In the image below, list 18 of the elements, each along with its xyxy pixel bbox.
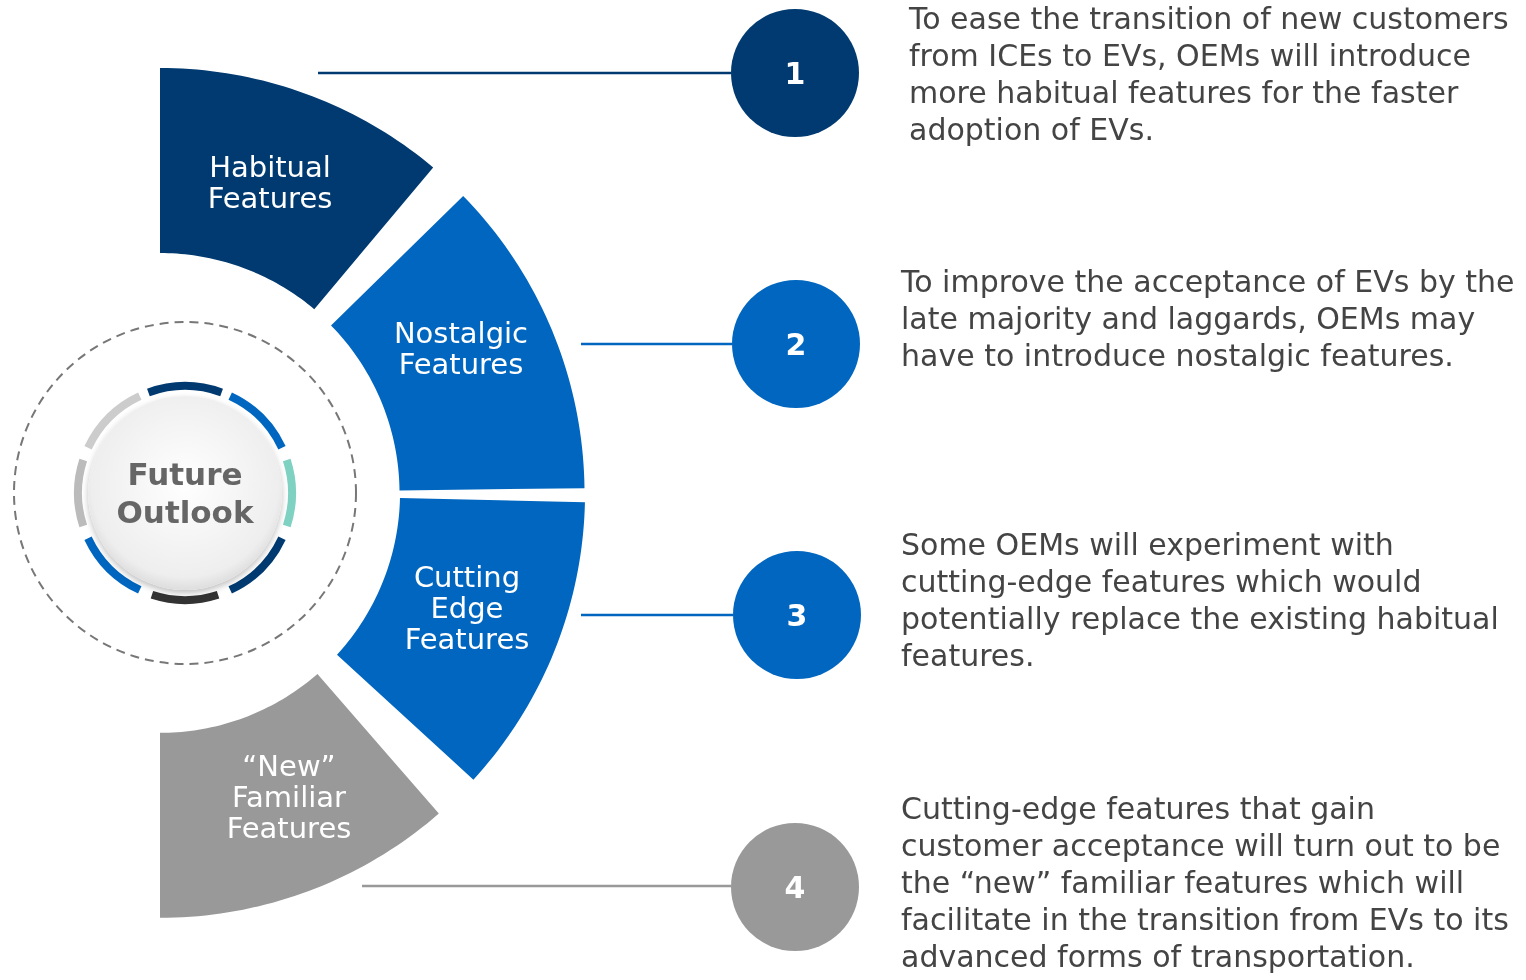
number-circle: 2 bbox=[732, 280, 860, 408]
segment-label: Habitual Features bbox=[206, 152, 334, 214]
connector-line bbox=[581, 613, 733, 617]
description-text: Cutting-edge features that gain customer acceptance will turn out to be the “new” familiar features which will facilitate in the transition from EVs to its advanced forms of transportation. bbox=[901, 790, 1510, 975]
number-circle: 3 bbox=[733, 551, 861, 679]
connector-line bbox=[581, 342, 732, 346]
hub-circle bbox=[88, 396, 282, 590]
segment-label: Cutting Edge Features bbox=[404, 561, 530, 655]
description-text: To improve the acceptance of EVs by the late majority and laggards, OEMs may have to introduce nostalgic features. bbox=[901, 263, 1516, 374]
segment-label: Nostalgic Features bbox=[393, 318, 529, 380]
number-circle: 4 bbox=[731, 823, 859, 951]
description-text: Some OEMs will experiment with cutting-edge features which would potentially replace the existing habitual features. bbox=[901, 526, 1500, 674]
description-text: To ease the transition of new customers from ICEs to EVs, OEMs will introduce more habitual features for the faster adoption of EVs. bbox=[909, 0, 1510, 148]
segment-label: “New” Familiar Features bbox=[225, 750, 353, 844]
connector-line bbox=[362, 884, 731, 888]
connector-line bbox=[318, 71, 731, 75]
hub-label: Future Outlook bbox=[115, 455, 255, 531]
number-circle: 1 bbox=[731, 9, 859, 137]
